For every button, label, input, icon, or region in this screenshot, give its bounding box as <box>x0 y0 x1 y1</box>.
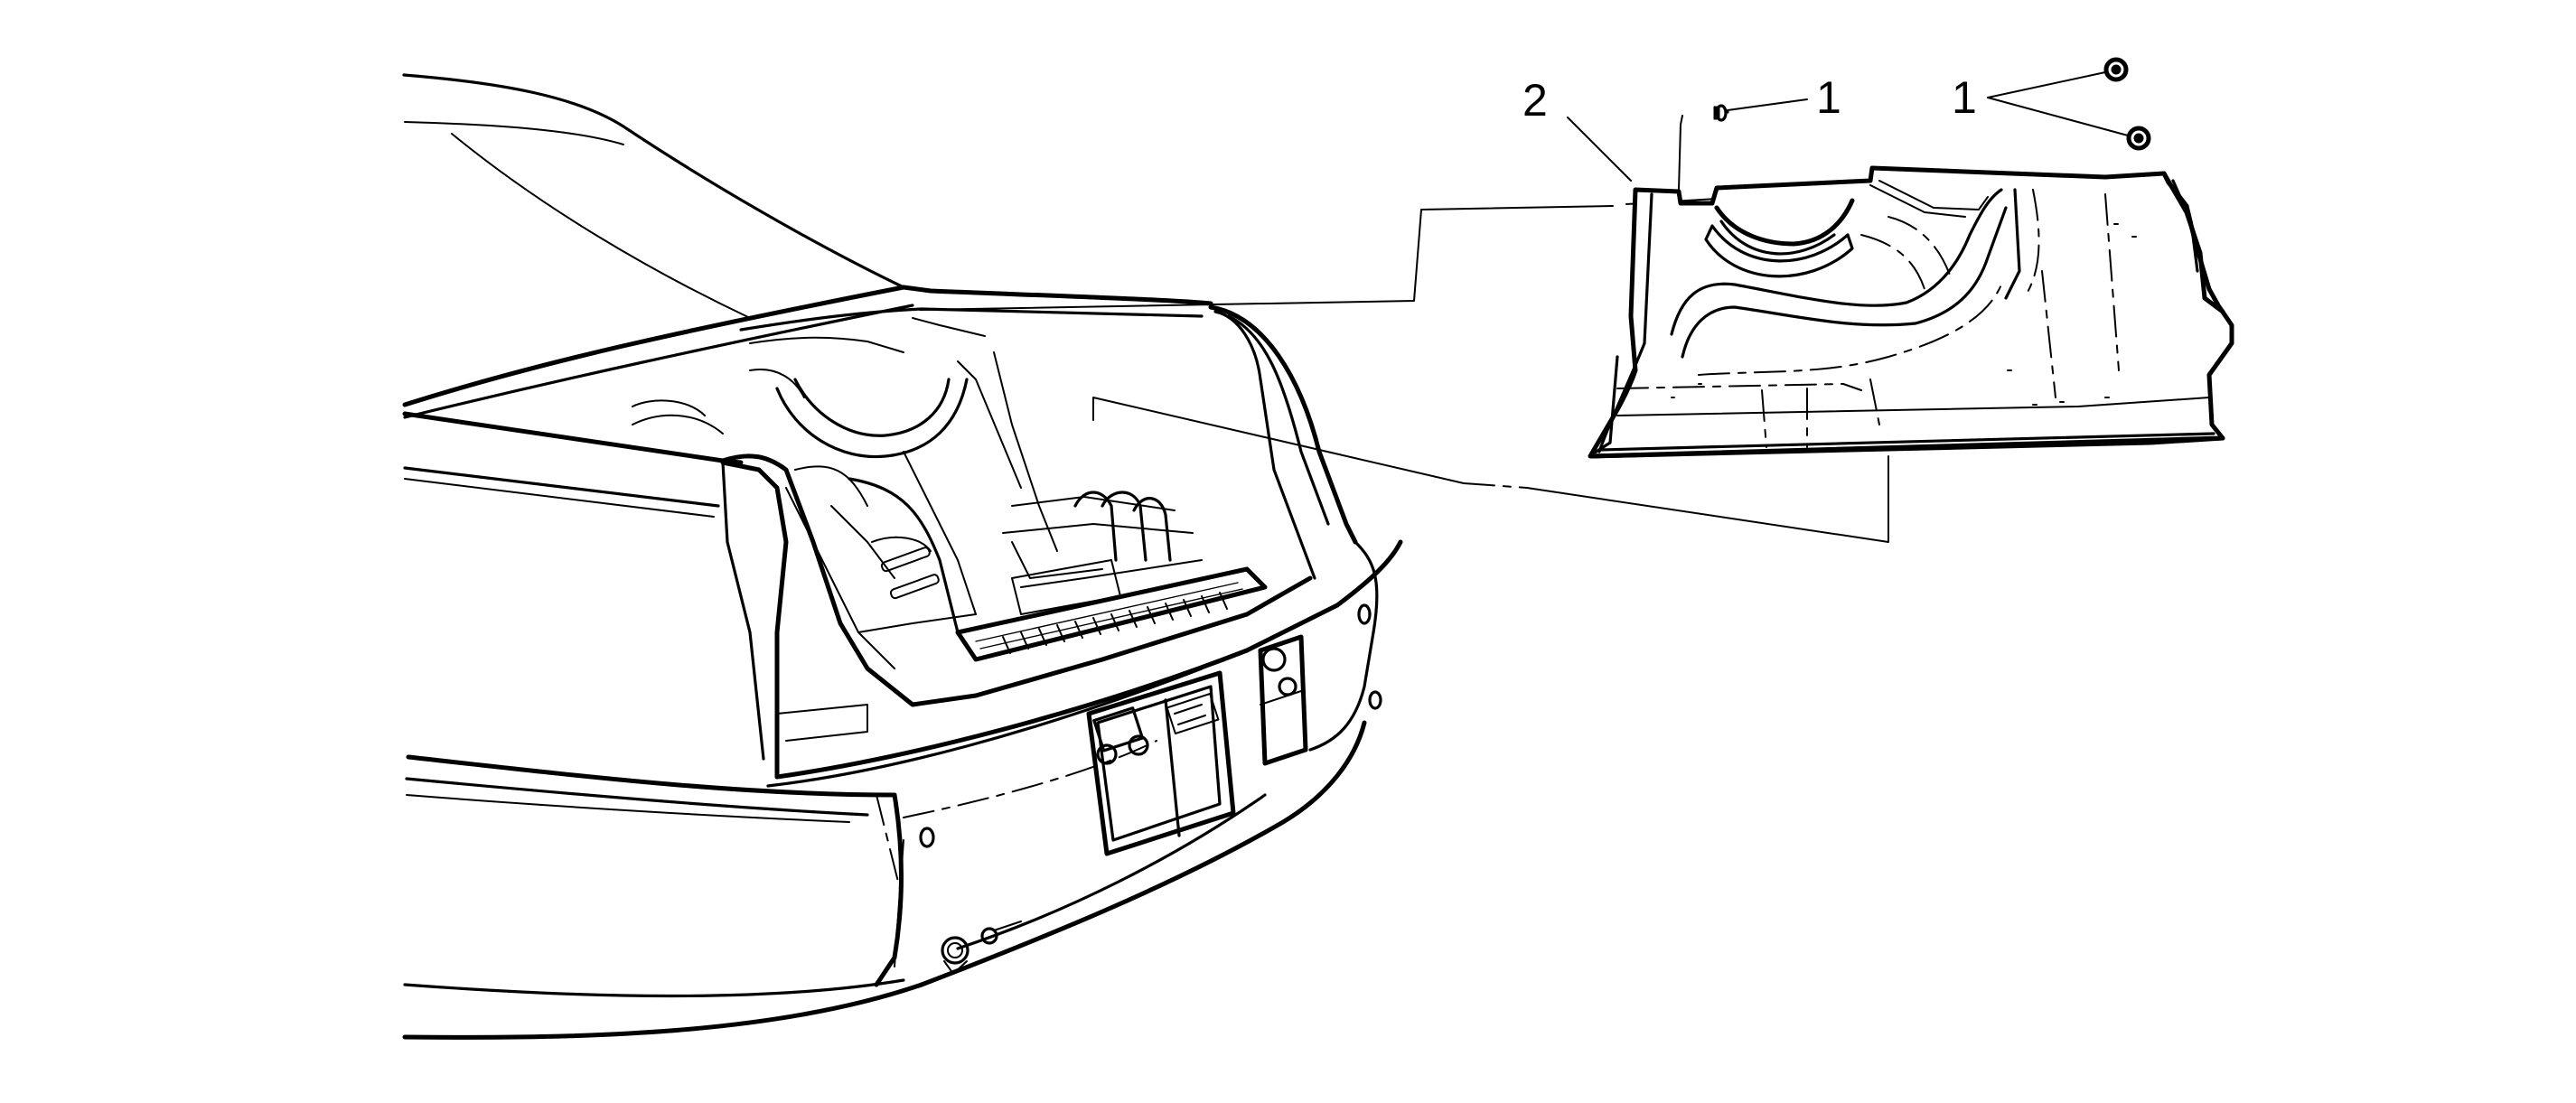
vehicle-rear <box>402 73 1403 1040</box>
exhaust <box>941 921 1022 975</box>
callout-trim-panel: 2 <box>1522 75 1548 126</box>
sill-plate <box>955 559 1268 662</box>
sill-ribs <box>1002 592 1228 654</box>
nut-fastener-upper <box>2103 57 2129 82</box>
trunk-opening <box>720 304 1358 707</box>
nut-fastener-lower <box>2126 126 2151 151</box>
rear-window <box>402 73 914 419</box>
leader-lines <box>919 198 1889 543</box>
callouts: 2 1 1 <box>1522 71 2129 182</box>
push-pin-fastener <box>1678 104 1729 191</box>
trunk-interior <box>632 369 1203 633</box>
rear-bumper <box>766 539 1403 987</box>
left-taillamp <box>720 460 868 780</box>
trunk-lid <box>739 285 1213 353</box>
callout-fastener-b: 1 <box>1952 72 1977 123</box>
trunk-side-trim-panel <box>1588 165 2234 459</box>
body-side <box>402 411 924 1040</box>
callout-fastener-a: 1 <box>1816 72 1841 123</box>
license-plate-area <box>1086 634 1308 856</box>
